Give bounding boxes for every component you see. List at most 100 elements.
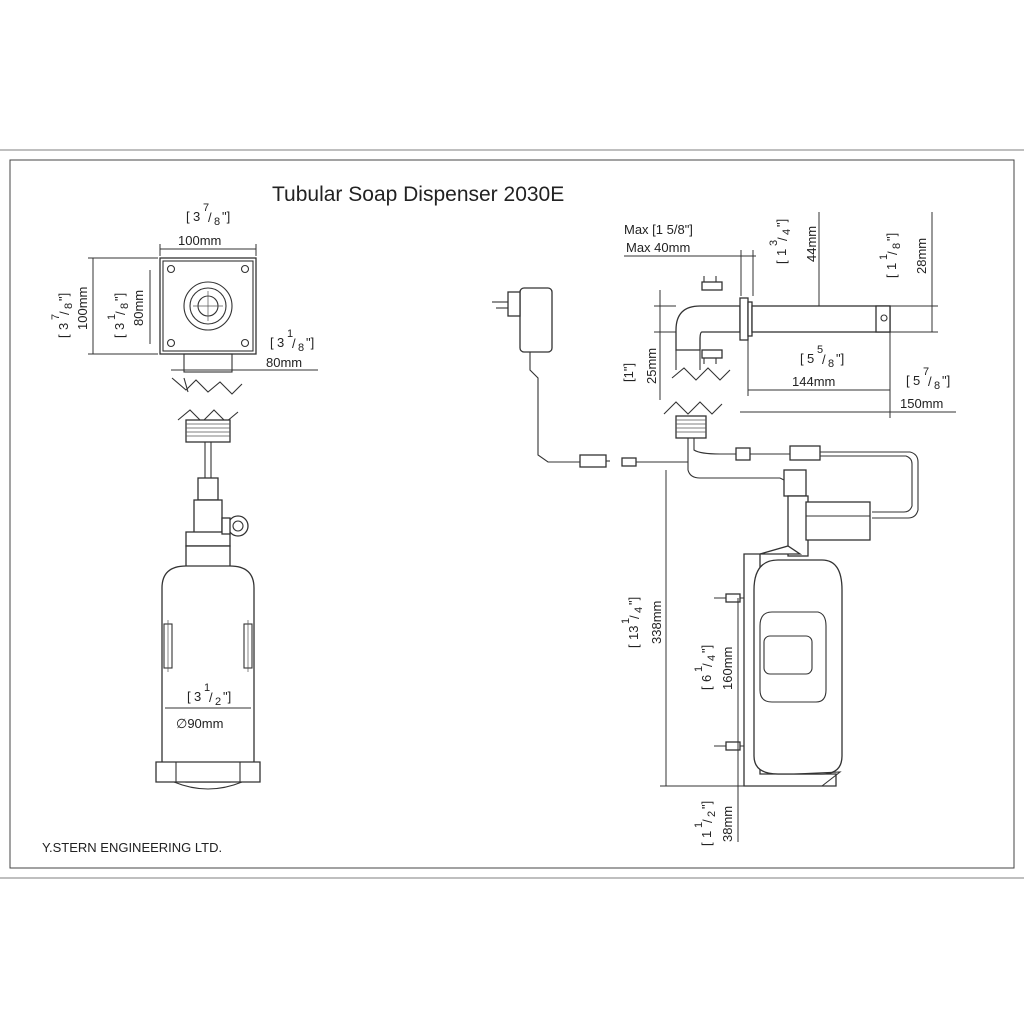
width-inch-num: 7 (203, 202, 209, 214)
svg-text:/: / (292, 336, 296, 351)
svg-text:1: 1 (878, 254, 890, 260)
svg-text:[: [ (270, 335, 274, 350)
svg-text:[: [ (774, 260, 789, 264)
svg-text:[: [ (699, 842, 714, 846)
svg-text:8: 8 (934, 380, 940, 392)
width-mm: 100mm (178, 233, 221, 248)
svg-text:1: 1 (884, 263, 899, 270)
svg-text:1: 1 (693, 822, 705, 828)
svg-text:/: / (822, 352, 826, 367)
h160-mm: 160mm (720, 647, 735, 690)
svg-text:"]: "] (626, 597, 641, 605)
dim-bottle-diameter: [ 3 1 / 2 "] ∅90mm (165, 682, 251, 731)
svg-text:/: / (113, 311, 128, 315)
svg-text:/: / (885, 251, 900, 255)
dim-max-40: Max [1 5/8"] Max 40mm (624, 222, 756, 296)
svg-text:"]: "] (699, 645, 714, 653)
svg-text:/: / (208, 210, 212, 225)
width-inch-den: 8 (214, 216, 220, 228)
svg-text:[: [ (187, 689, 191, 704)
svg-text:6: 6 (699, 675, 714, 682)
svg-text:[: [ (800, 351, 804, 366)
dim-38mm: [ 1 1 / 2 "] 38mm (693, 746, 739, 846)
svg-text:1: 1 (693, 666, 705, 672)
company-name: Y.STERN ENGINEERING LTD. (42, 840, 222, 855)
svg-text:/: / (209, 690, 213, 705)
svg-text:4: 4 (633, 607, 645, 613)
h38-mm: 38mm (720, 806, 735, 842)
inner-inch-main: 3 (112, 323, 127, 330)
svg-text:3: 3 (768, 240, 780, 246)
svg-text:[: [ (626, 644, 641, 648)
h25-mm: 25mm (644, 348, 659, 384)
svg-text:8: 8 (891, 243, 903, 249)
pump-assembly-front (185, 477, 249, 569)
inner-w-mm: 80mm (266, 355, 302, 370)
dim-144mm: [ 5 5 / 8 "] 144mm (747, 332, 891, 396)
height-inch-num: 7 (50, 314, 62, 320)
svg-text:5: 5 (807, 351, 814, 366)
svg-text:"]: "] (306, 335, 314, 350)
svg-text:[: [ (112, 334, 127, 338)
svg-text:"]: "] (836, 351, 844, 366)
svg-text:/: / (700, 819, 715, 823)
dim-338mm: [ 13 1 / 4 "] 338mm (620, 470, 744, 787)
inner-inch-num: 1 (106, 314, 118, 320)
bottle-front (155, 565, 261, 790)
dim-top-inner-width: [ 3 1 / 8 "] 80mm (171, 328, 318, 371)
svg-text:13: 13 (626, 626, 641, 640)
l150-mm: 150mm (900, 396, 943, 411)
dim-top-height: [ 3 7 / 8 "] 100mm (50, 257, 158, 355)
dim-44mm: [ 1 3 / 4 "] 44mm (752, 212, 826, 307)
svg-text:"]: "] (56, 293, 71, 301)
svg-text:"]: "] (774, 219, 789, 227)
svg-text:/: / (627, 615, 642, 619)
svg-text:2: 2 (706, 811, 718, 817)
svg-text:1: 1 (699, 831, 714, 838)
dia-inch-num: 1 (204, 682, 210, 694)
svg-text:"]: "] (223, 689, 231, 704)
svg-text:"]: "] (699, 801, 714, 809)
svg-text:[: [ (699, 686, 714, 690)
inner-w-inch-num: 1 (287, 328, 293, 340)
l144-mm: 144mm (792, 374, 835, 389)
width-inch-main: 3 (193, 209, 200, 224)
dim-25mm: [1"] 25mm (621, 290, 676, 400)
svg-text:[: [ (884, 274, 899, 278)
height-inch-den: 8 (63, 303, 75, 309)
svg-text:/: / (57, 311, 72, 315)
svg-text:1: 1 (620, 618, 632, 624)
inner-w-inch-den: 8 (298, 342, 304, 354)
height-inch-main: 3 (56, 323, 71, 330)
svg-text:/: / (700, 663, 715, 667)
drawing-border (9, 159, 1015, 869)
width-inch-bracket: [ (186, 209, 190, 224)
top-view-plate (159, 257, 257, 373)
h44-mm: 44mm (804, 226, 819, 262)
spout-assembly (663, 276, 891, 439)
svg-text:"]: "] (112, 293, 127, 301)
bottle-side (714, 545, 843, 787)
svg-text:7: 7 (923, 366, 929, 378)
h338-mm: 338mm (649, 601, 664, 644)
inner-inch-den: 8 (119, 303, 131, 309)
dim-top-inner-height: [ 3 1 / 8 "] 80mm (106, 270, 151, 344)
max-inch: Max [1 5/8"] (624, 222, 693, 237)
drawing-title: Tubular Soap Dispenser 2030E (272, 183, 564, 206)
max-mm: Max 40mm (626, 240, 690, 255)
svg-text:[: [ (906, 373, 910, 388)
height-mm: 100mm (75, 287, 90, 330)
svg-text:"]: "] (942, 373, 950, 388)
power-adapter (492, 287, 660, 468)
left-break-thread (171, 377, 243, 480)
dim-top-width: [ 3 7 / 8 "] 100mm (159, 202, 257, 256)
svg-text:1: 1 (774, 249, 789, 256)
inner-w-inch-main: 3 (277, 335, 284, 350)
svg-text:/: / (928, 374, 932, 389)
dia-inch-den: 2 (215, 696, 221, 708)
tubing-and-sensor (660, 438, 919, 557)
h25-inch: [1"] (621, 363, 636, 382)
svg-text:5: 5 (913, 373, 920, 388)
svg-text:5: 5 (817, 344, 823, 356)
